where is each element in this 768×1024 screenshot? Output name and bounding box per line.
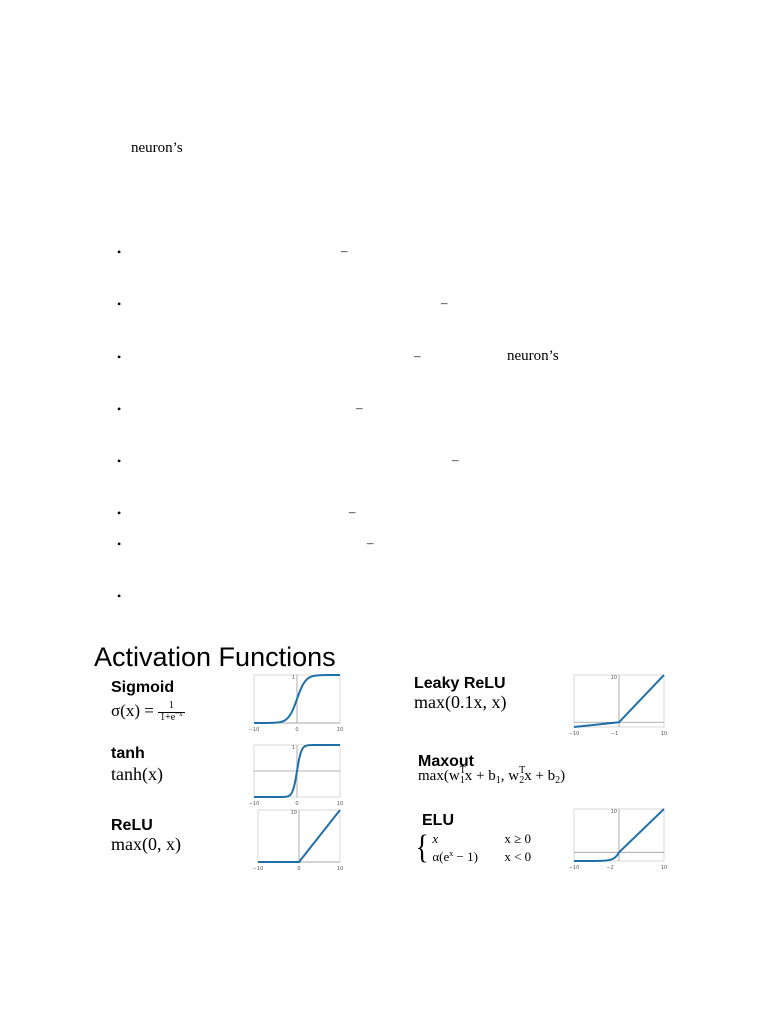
relu-name: ReLU	[111, 817, 153, 834]
function-curve	[258, 809, 341, 863]
relu-formula: max(0, x)	[111, 834, 181, 854]
sigmoid-den-base: 1+e	[160, 711, 176, 723]
bullet-dash: –	[452, 452, 459, 467]
elu-case-expr: α(ex − 1)	[432, 848, 504, 866]
x-tick-label: −1	[611, 731, 618, 736]
bullet-marker: •	[117, 297, 122, 311]
elu-chart: −10 −2 10 10	[569, 808, 667, 870]
x-tick-label: 10	[337, 866, 343, 871]
maxout-superscript: T	[459, 765, 466, 776]
elu-case-row: α(ex − 1) x < 0	[432, 848, 531, 866]
x-tick-label: 0	[295, 727, 298, 732]
maxout-subscript: 2	[519, 775, 525, 786]
y-tick-label: 1	[292, 675, 295, 681]
y-tick-label: 1	[292, 745, 295, 751]
x-tick-label: 10	[661, 731, 667, 736]
x-tick-label: −10	[249, 801, 260, 806]
function-curve	[254, 674, 340, 724]
maxout-part: max(w	[418, 768, 460, 784]
bullet-marker: •	[117, 537, 122, 551]
x-tick-label: 0	[297, 866, 300, 871]
tanh-name: tanh	[111, 745, 145, 762]
x-tick-label: −10	[569, 731, 580, 736]
y-tick-label: 10	[291, 810, 297, 816]
tanh-chart: −10 0 10 1	[249, 744, 343, 806]
sigmoid-name: Sigmoid	[111, 679, 175, 696]
x-tick-label: 10	[337, 727, 343, 732]
sigmoid-chart: −10 0 10 1	[249, 674, 343, 732]
elu-name: ELU	[422, 812, 454, 829]
bullet-marker: •	[117, 245, 122, 259]
elu-brace: {	[415, 829, 429, 867]
y-tick-label: 10	[611, 675, 617, 681]
sigmoid-formula-lhs: σ(x) =	[111, 700, 159, 720]
elu-case-row: x x ≥ 0	[432, 830, 531, 848]
maxout-name: Maxout	[418, 753, 474, 770]
elu-cases: x x ≥ 0 α(ex − 1) x < 0	[432, 830, 531, 866]
x-tick-label: 10	[661, 865, 667, 870]
maxout-part: x + b	[524, 768, 556, 784]
bullet-dash: –	[367, 535, 374, 550]
function-curve	[254, 744, 340, 798]
elu-case-cond: x ≥ 0	[504, 831, 531, 846]
sigmoid-fraction-denominator: 1+e−x	[158, 709, 185, 724]
leaky-relu-formula: max(0.1x, x)	[414, 692, 507, 712]
x-tick-label: −10	[249, 727, 260, 732]
bullet-dash: –	[414, 348, 421, 363]
maxout-subscript: 1	[459, 775, 465, 786]
elu-case-exponent: x	[449, 849, 454, 859]
maxout-part: x + b	[464, 768, 496, 784]
function-curve	[574, 808, 665, 862]
bullet-marker: •	[117, 454, 122, 468]
bullet-marker: •	[117, 350, 122, 364]
maxout-part: , w	[500, 768, 520, 784]
intro-word: neuron’s	[131, 140, 183, 156]
maxout-subscript: 2	[555, 775, 561, 786]
bullet-marker: •	[117, 506, 122, 520]
elu-formula: { x x ≥ 0 α(ex − 1) x < 0	[414, 829, 532, 867]
maxout-part: )	[560, 768, 566, 784]
elu-case-expr-part: − 1)	[453, 849, 478, 865]
relu-chart: −10 0 10 10	[253, 809, 343, 871]
elu-case-expr-part: α(e	[432, 849, 450, 865]
x-tick-label: 10	[337, 801, 343, 806]
bullet-dash: –	[349, 504, 356, 519]
elu-case-cond: x < 0	[504, 849, 532, 865]
leaky-relu-name: Leaky ReLU	[414, 675, 506, 692]
x-tick-label: −10	[569, 865, 580, 870]
leaky-relu-chart: −10 −1 10 10	[569, 674, 667, 736]
maxout-superscript: T	[519, 765, 526, 776]
elu-case-expr: x	[432, 831, 439, 846]
bullet-marker: •	[117, 589, 122, 603]
bullet-marker: •	[117, 402, 122, 416]
y-tick-label: 10	[611, 809, 617, 815]
bullet-dash: –	[356, 400, 363, 415]
bullet-trailing-word: neuron’s	[507, 348, 559, 364]
tanh-formula: tanh(x)	[111, 764, 163, 784]
function-curve	[573, 674, 665, 728]
maxout-formula: max(wT1x + b1, wT2x + b2)	[418, 766, 566, 786]
x-tick-label: −10	[253, 866, 264, 871]
bullet-dash: –	[341, 243, 348, 258]
bullet-dash: –	[441, 295, 448, 310]
x-tick-label: 0	[295, 801, 298, 806]
maxout-subscript: 1	[495, 775, 501, 786]
sigmoid-den-exponent: −x	[175, 709, 183, 718]
x-tick-label: −2	[606, 865, 613, 870]
sigmoid-fraction-numerator: 1	[158, 700, 185, 713]
figure-title: Activation Functions	[94, 642, 336, 672]
